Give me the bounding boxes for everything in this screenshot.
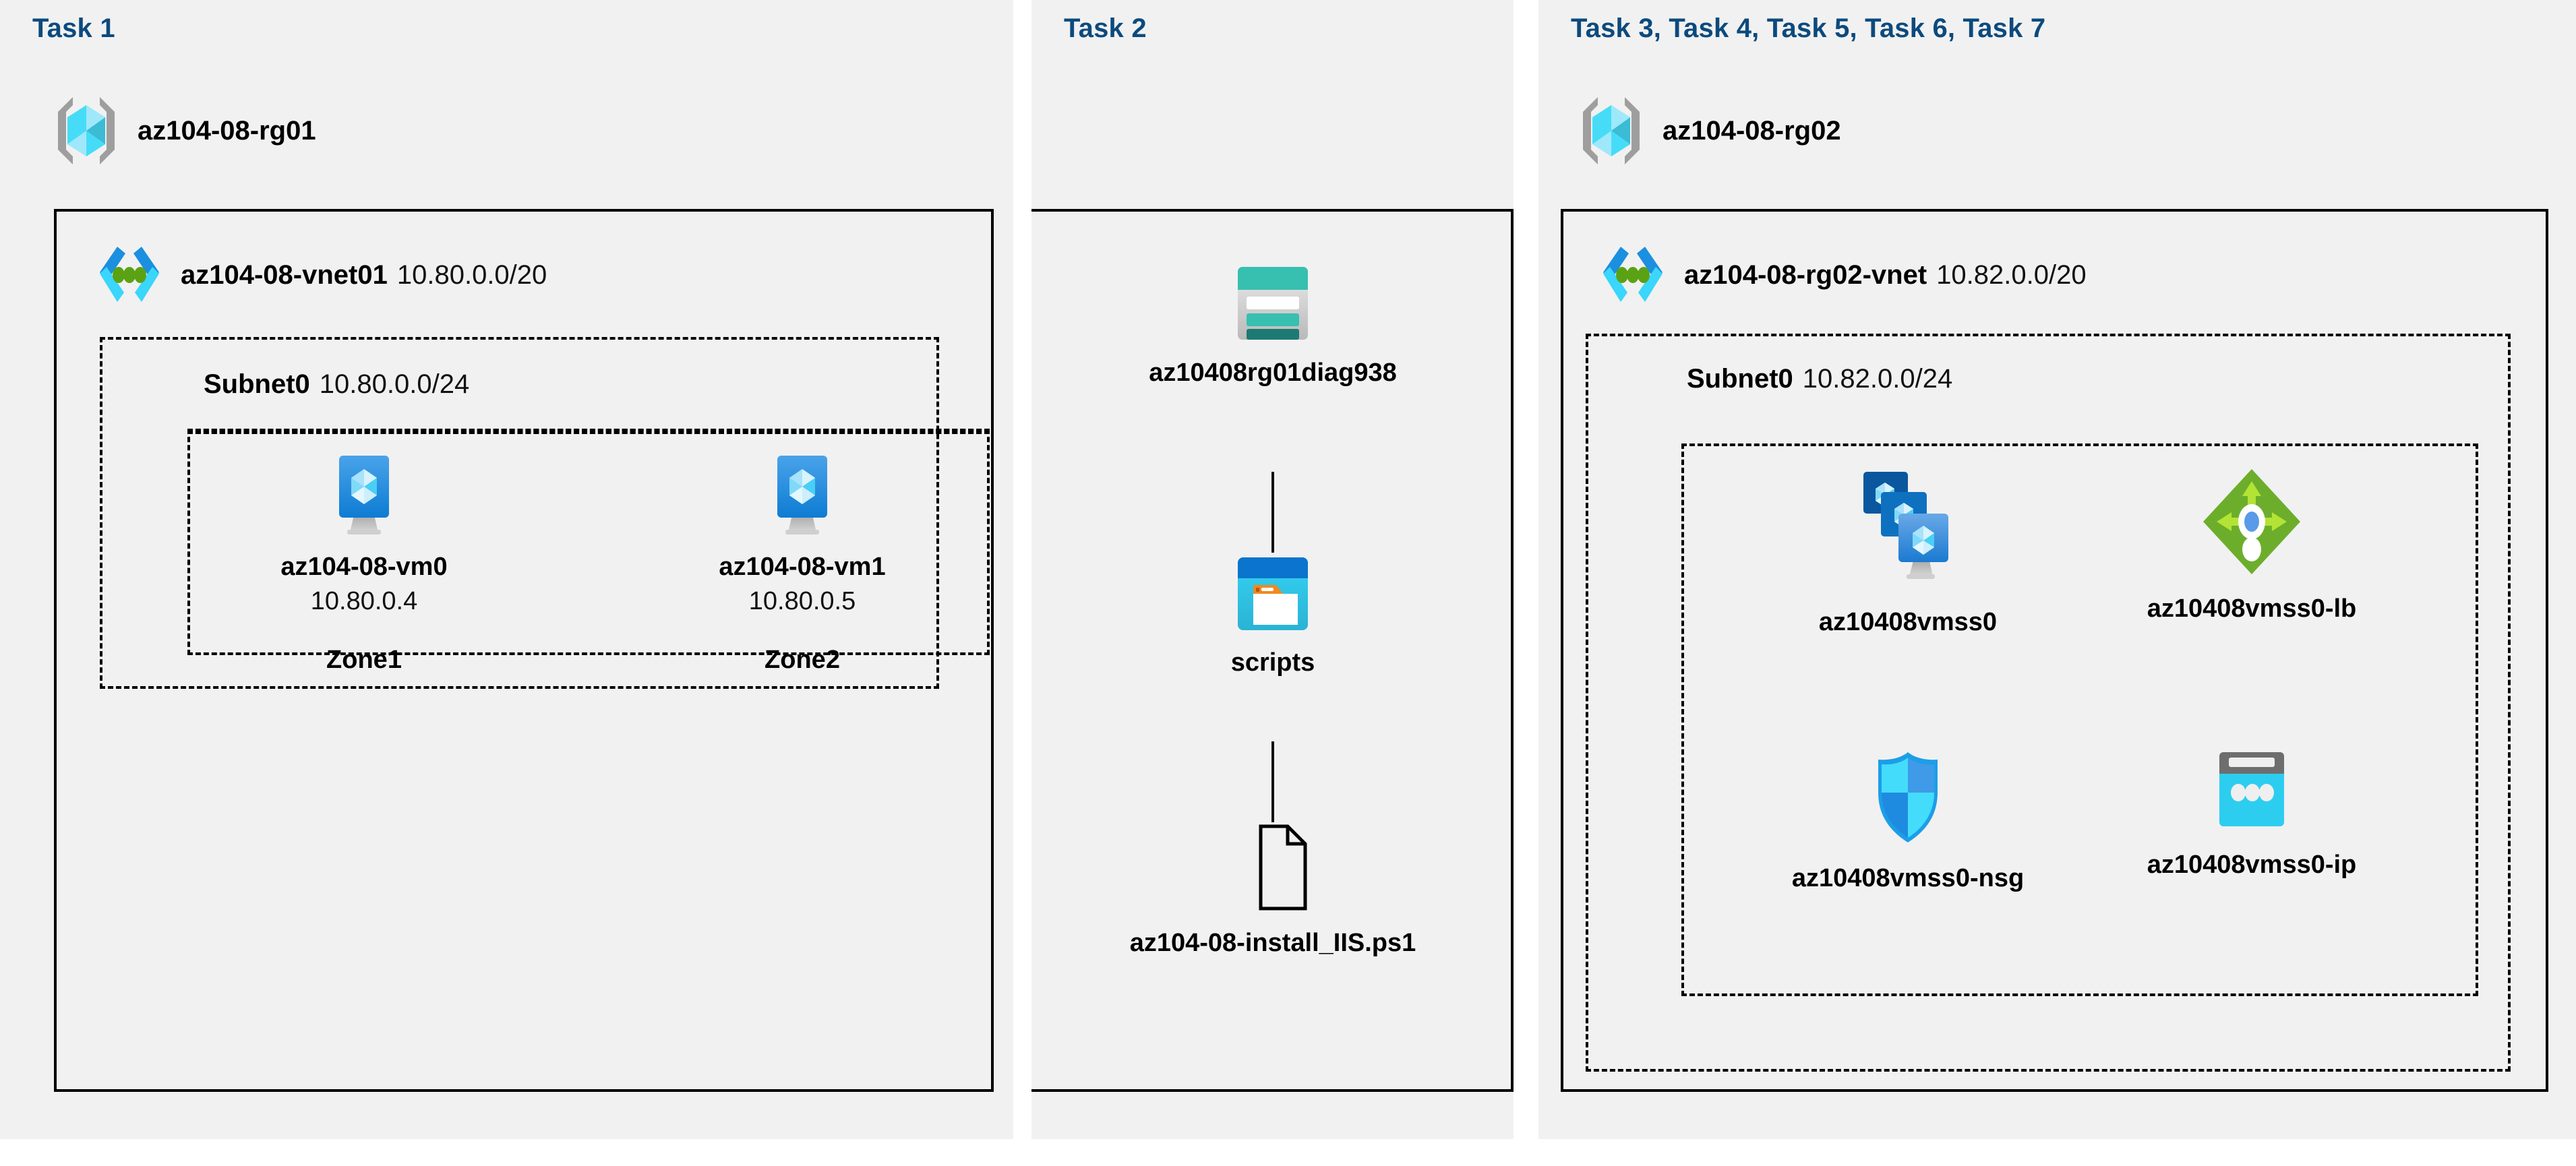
subnet-cidr: 10.80.0.0/24 [319,369,470,399]
virtual-machine-icon [324,453,404,538]
resource-group-inner-boundary-p3 [1681,443,2478,996]
load-balancer-name: az10408vmss0-lb [2147,594,2357,623]
subnet-cidr: 10.82.0.0/24 [1802,364,1953,394]
file-document-icon [1230,824,1316,958]
task-2-label: Task 2 [1064,13,1147,43]
vnet-header-rg02: az104-08-rg02-vnet 10.82.0.0/20 [1598,244,2087,306]
virtual-network-icon [1598,244,1668,306]
script-file-name: az104-08-install_IIS.ps1 [1129,929,1416,957]
vm-ip: 10.80.0.5 [748,587,856,615]
task-1-label: Task 1 [32,13,115,43]
vm-zone: Zone2 [765,646,840,674]
vmss-name: az10408vmss0 [1818,608,1998,636]
subnet-header-p3: Subnet0 10.82.0.0/24 [1687,364,1952,394]
vnet-cidr: 10.80.0.0/20 [396,259,547,290]
node-load-balancer[interactable]: az10408vmss0-lb [2124,465,2380,623]
resource-group-name: az104-08-rg02 [1663,115,1841,146]
vnet-boundary-vnet01 [54,209,994,1092]
subnet-header-p1: Subnet0 10.80.0.0/24 [204,369,469,400]
vm-name: az104-08-vm0 [280,553,448,581]
subnet-name: Subnet0 [204,369,310,399]
subnet-boundary-p3 [1586,334,2511,1072]
resource-group-icon [1578,94,1645,167]
vnet-cidr: 10.82.0.0/20 [1936,259,2087,290]
subnet-name: Subnet0 [1687,364,1793,394]
vm-name: az104-08-vm1 [719,553,886,581]
node-storage-account[interactable]: az10408rg01diag938 [1149,263,1397,388]
public-ip-address-icon [2207,748,2296,836]
node-vm0[interactable]: az104-08-vm0 10.80.0.4 Zone1 [263,453,465,675]
vm-zone-box-p1 [187,429,990,655]
node-script-file[interactable]: az104-08-install_IIS.ps1 [1130,824,1416,958]
public-ip-name: az10408vmss0-ip [2147,851,2357,879]
panel-task-1 [0,0,1013,1139]
nsg-name: az10408vmss0-nsg [1791,864,2025,892]
node-vm1[interactable]: az104-08-vm1 10.80.0.5 Zone2 [701,453,903,675]
blob-container-name: scripts [1230,648,1315,677]
subnet-boundary-p1 [100,337,939,689]
vnet-boundary-rg02 [1561,209,2548,1092]
network-security-group-icon [1863,748,1952,849]
storage-account-icon [1232,263,1313,344]
vnet-header-vnet01: az104-08-vnet01 10.80.0.0/20 [94,244,547,306]
storage-boundary [1031,209,1514,1092]
vm-ip: 10.80.0.4 [310,587,418,615]
resource-group-name: az104-08-rg01 [138,115,316,146]
node-vmss[interactable]: az10408vmss0 [1780,465,2036,637]
connector-container-to-file [1271,741,1274,822]
resource-group-icon [53,94,120,167]
virtual-machine-icon [762,453,842,538]
blob-container-icon [1233,554,1313,634]
vm-scale-set-icon [1847,465,1969,593]
node-blob-container[interactable]: scripts [1172,554,1374,677]
vnet-name: az104-08-vnet01 [181,259,388,290]
virtual-network-icon [94,244,164,306]
load-balancer-icon [2198,465,2306,580]
vm-zone: Zone1 [326,646,402,674]
vnet-name: az104-08-rg02-vnet [1684,259,1927,290]
node-network-security-group[interactable]: az10408vmss0-nsg [1780,748,2036,893]
resource-group-rg01: az104-08-rg01 [53,94,316,167]
node-public-ip[interactable]: az10408vmss0-ip [2124,748,2380,880]
resource-group-rg02: az104-08-rg02 [1578,94,1841,167]
panel-task-3-7 [1538,0,2576,1139]
connector-storage-to-container [1271,472,1274,553]
task-3-7-label: Task 3, Task 4, Task 5, Task 6, Task 7 [1571,13,2046,43]
storage-account-name: az10408rg01diag938 [1149,359,1397,387]
